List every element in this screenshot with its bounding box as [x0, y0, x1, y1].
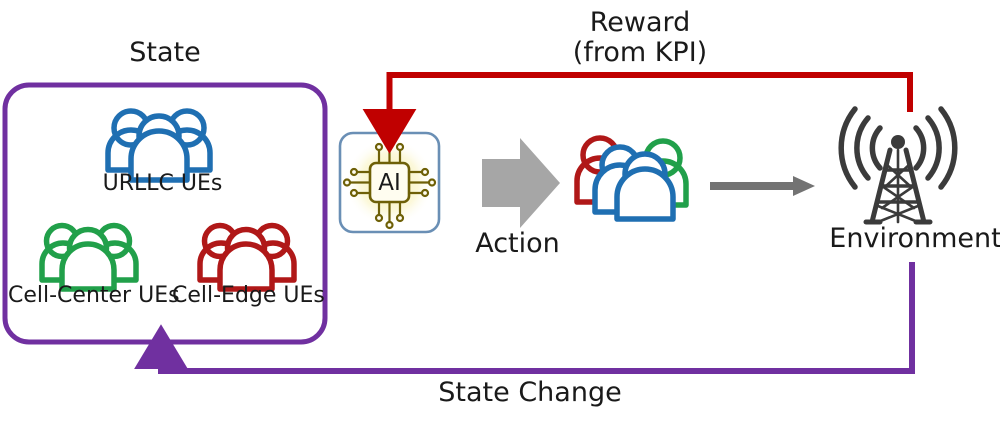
- reward-label-line1: Reward: [589, 7, 691, 38]
- urllc-ue-icon: [105, 108, 213, 183]
- mixed-ue-icon: [574, 135, 689, 222]
- reward-arrow: [362, 72, 913, 154]
- cell-center-ue-label: Cell-Center UEs: [8, 283, 180, 308]
- ai-chip-icon: [342, 135, 437, 230]
- state-box-title: State: [129, 37, 201, 68]
- action-arrow-icon: [482, 138, 560, 228]
- reward-label-line2: (from KPI): [572, 37, 708, 69]
- cell-center-ue-icon: [39, 222, 139, 292]
- environment-label: Environment: [829, 223, 1000, 254]
- cell-edge-ue-icon: [197, 222, 297, 292]
- action-label: Action: [475, 228, 560, 259]
- agent-chip-label: AI: [378, 170, 401, 196]
- reward-label: Reward (from KPI): [480, 7, 800, 69]
- urllc-ue-label: URLLC UEs: [102, 171, 223, 196]
- uplink-arrow-icon: [710, 176, 815, 196]
- cell-tower-icon: [838, 106, 958, 225]
- state-change-arrow: [134, 262, 915, 374]
- state-change-label: State Change: [438, 377, 622, 408]
- cell-edge-ue-label: Cell-Edge UEs: [172, 283, 325, 308]
